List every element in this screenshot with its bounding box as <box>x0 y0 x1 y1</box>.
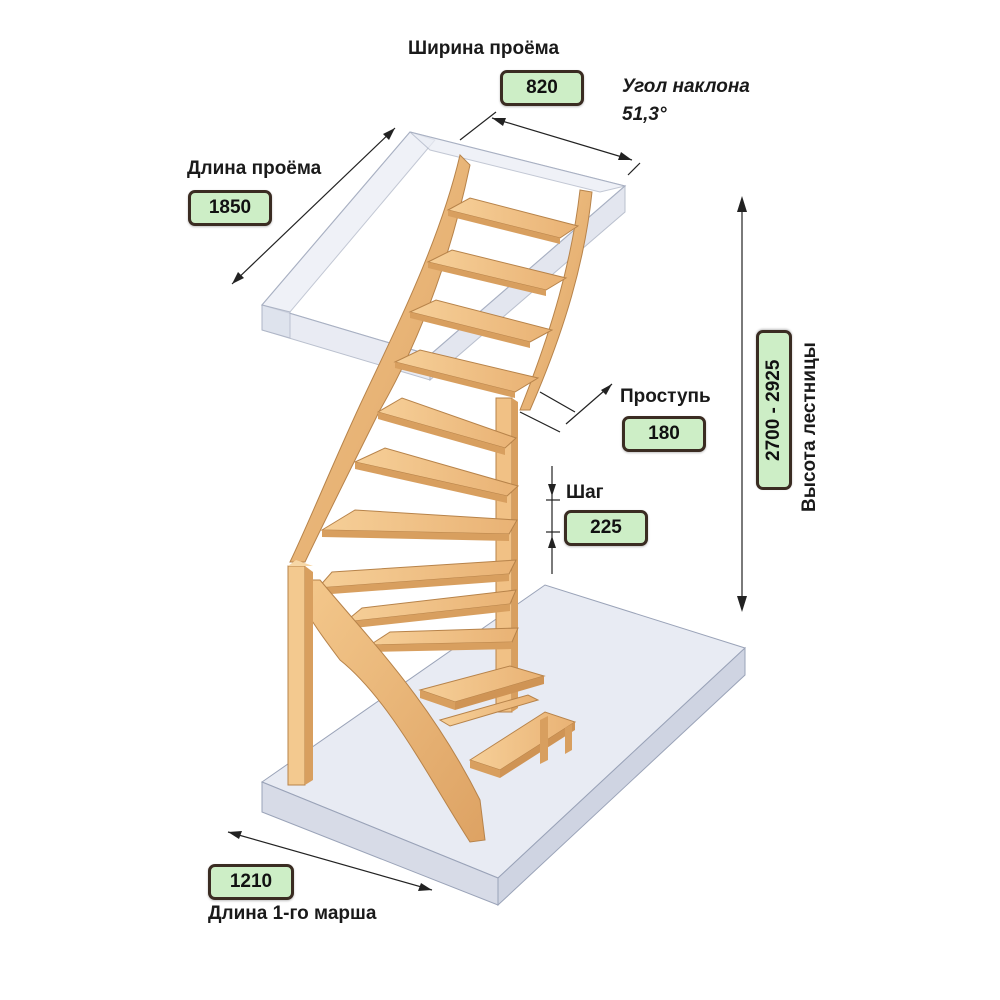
floor-slab <box>260 584 746 907</box>
opening-width-label: Ширина проёма <box>408 38 560 59</box>
winder-treads <box>316 397 520 652</box>
tread-badge: 180 <box>622 416 706 452</box>
front-newel-post <box>287 560 313 786</box>
angle-label: Угол наклона <box>622 76 750 97</box>
opening-width-dimension <box>459 111 641 176</box>
flight-length-dimension <box>227 831 433 891</box>
height-badge: 2700 - 2925 <box>756 330 792 490</box>
lower-stringer <box>299 579 486 843</box>
step-dimension <box>546 466 560 574</box>
height-dimension <box>737 196 747 612</box>
opening-length-label: Длина проёма <box>187 158 322 179</box>
lower-treads <box>418 665 577 778</box>
flight-length-badge: 1210 <box>208 864 294 900</box>
opening-length-badge: 1850 <box>188 190 272 226</box>
opening-length-dimension <box>231 127 396 285</box>
flight-length-label: Длина 1-го марша <box>208 903 377 924</box>
step-label: Шаг <box>566 482 604 503</box>
inner-stringer <box>519 189 593 411</box>
tread-dimension <box>519 383 613 433</box>
height-label: Высота лестницы <box>799 342 820 512</box>
step-badge: 225 <box>564 510 648 546</box>
tread-label: Проступь <box>620 386 711 407</box>
angle-value: 51,3° <box>622 104 667 125</box>
opening-width-badge: 820 <box>500 70 584 106</box>
upper-treads <box>393 197 580 398</box>
